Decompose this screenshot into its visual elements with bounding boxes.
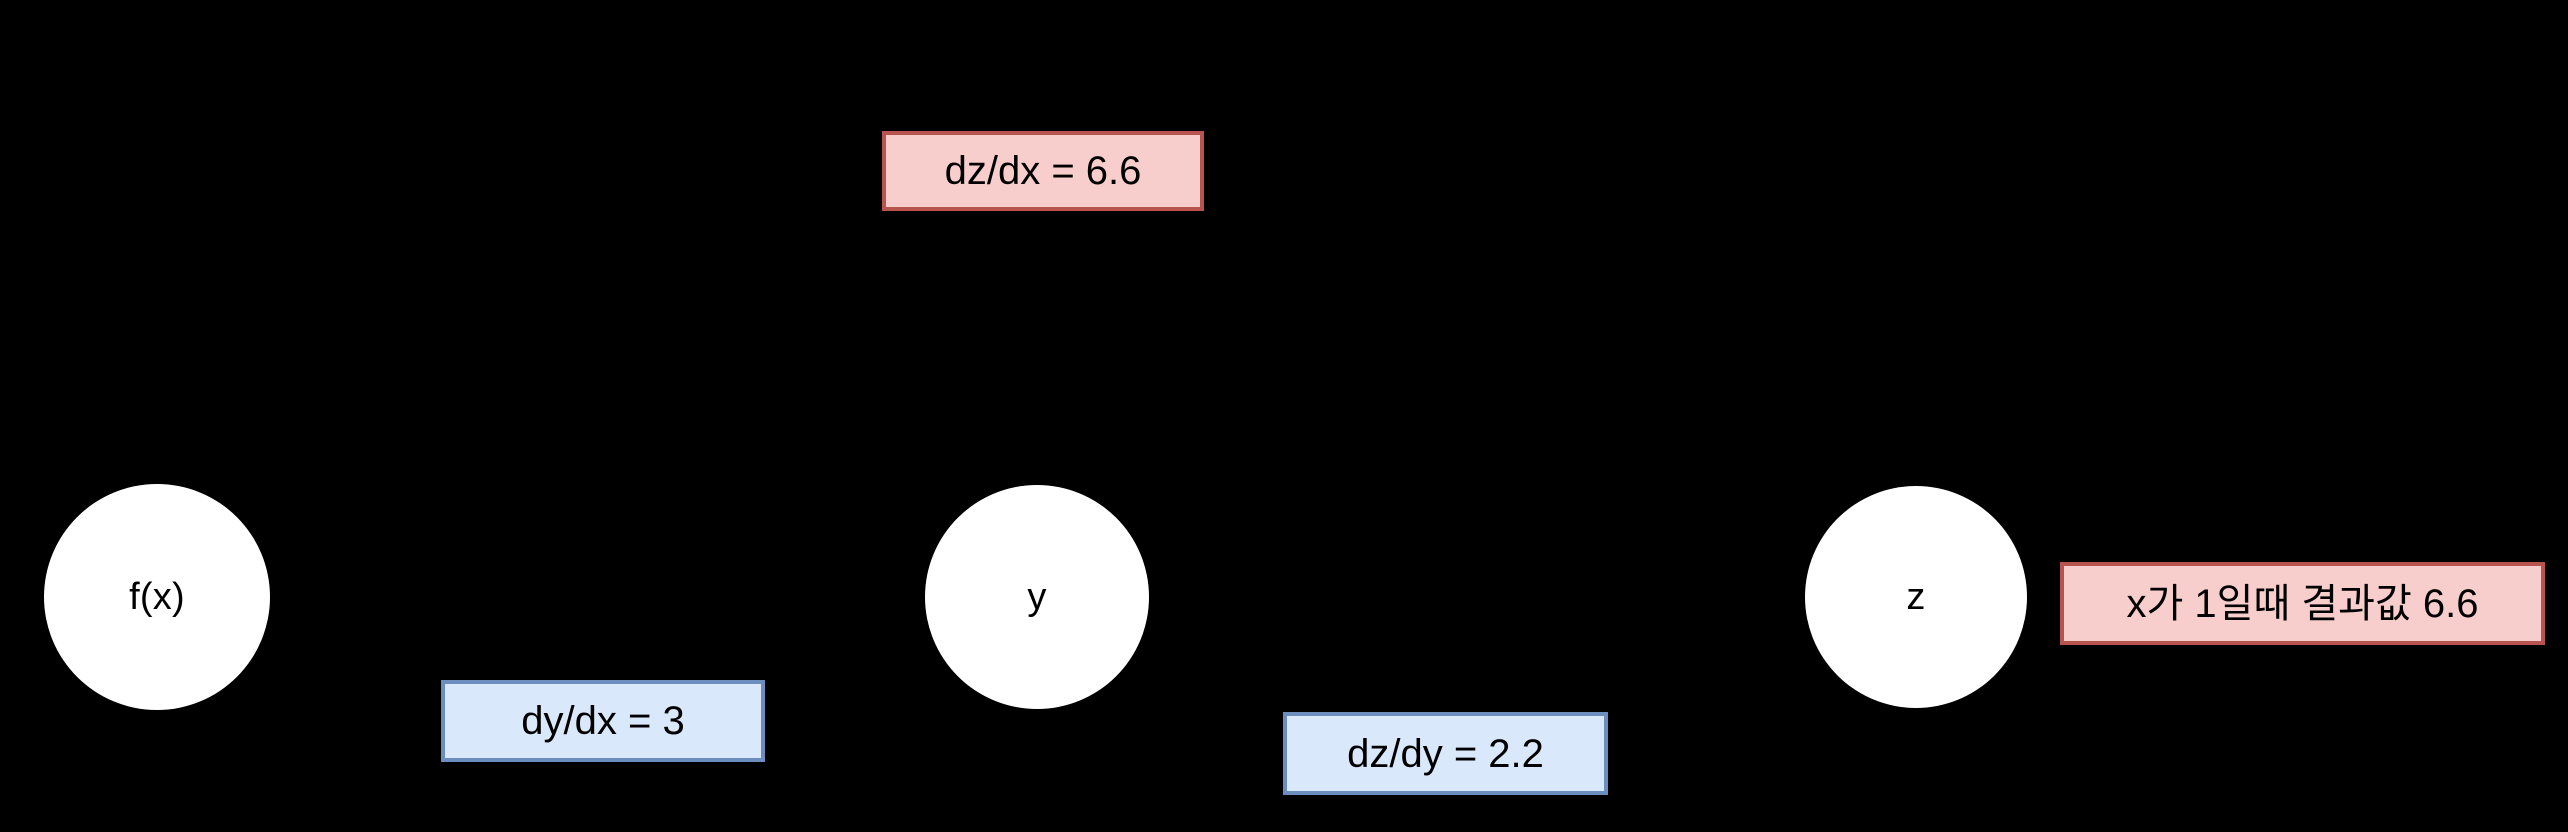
label-dz-dy-text: dz/dy = 2.2 [1347,731,1544,776]
node-z-label: z [1906,576,1926,618]
label-dy-dx[interactable]: dy/dx = 3 [441,680,765,762]
label-dz-dy[interactable]: dz/dy = 2.2 [1283,712,1608,795]
label-dy-dx-text: dy/dx = 3 [521,699,685,743]
label-dz-dx-text: dz/dx = 6.6 [944,149,1142,193]
node-fx-label: f(x) [129,576,185,618]
node-z[interactable]: z [1805,486,2027,708]
node-y[interactable]: y [925,485,1149,709]
label-dz-dx[interactable]: dz/dx = 6.6 [882,131,1204,211]
node-fx[interactable]: f(x) [44,484,270,710]
node-y-label: y [1027,576,1047,618]
label-result[interactable]: x가 1일때 결과값 6.6 [2060,562,2545,645]
label-result-text: x가 1일때 결과값 6.6 [2126,581,2479,626]
